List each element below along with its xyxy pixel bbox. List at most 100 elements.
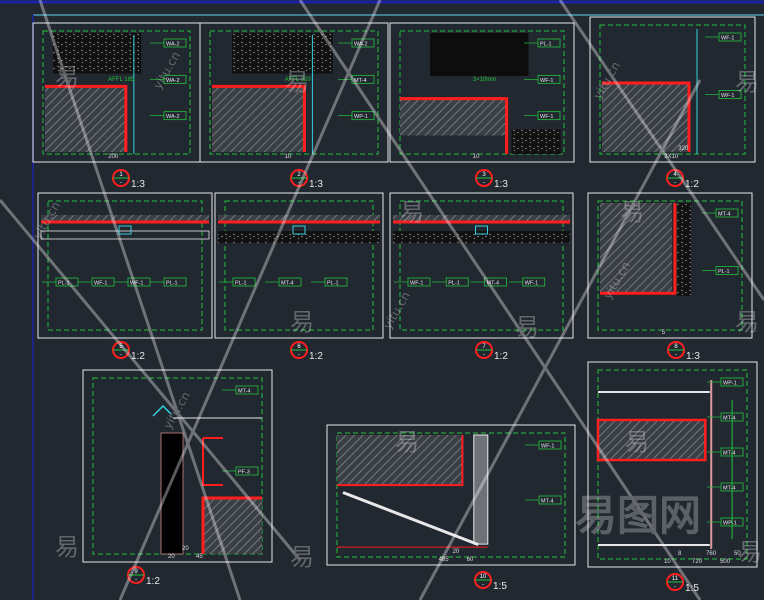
sheet-number: - — [298, 180, 300, 186]
section-line — [400, 97, 509, 154]
screed-fill — [511, 129, 561, 154]
panel-frame — [37, 192, 213, 339]
detail-marker-7: 7-1:2 — [475, 341, 508, 362]
sheet-number: - — [675, 352, 677, 358]
material-tag: PL-1 — [166, 281, 178, 287]
detail-marker-3: 3-1:3 — [475, 169, 508, 190]
joint-profile — [475, 225, 488, 235]
material-tag: WF-1 — [541, 444, 554, 450]
panel-boundary-dashed — [399, 30, 565, 155]
material-tag: PL-1 — [718, 269, 730, 275]
level-text: 3×10mm — [473, 77, 497, 83]
watermark-glyph: 易 — [285, 68, 309, 96]
panel-frame — [587, 361, 758, 568]
detail-number: 7 — [482, 344, 486, 350]
material-tag: WF-1 — [130, 281, 143, 287]
material-tag: WP-1 — [723, 381, 737, 387]
watermark-glyph: 易 — [400, 198, 424, 226]
detail-marker-4: 4-1:2 — [666, 169, 699, 190]
dimension-text: 10 — [473, 154, 480, 160]
material-tag: WF-1 — [94, 281, 107, 287]
detail-marker-9: 9-1:2 — [127, 566, 160, 587]
sheet-number: - — [483, 352, 485, 358]
detail-number: 1 — [119, 172, 123, 178]
dimension-text: 10 — [285, 154, 292, 160]
detail-marker-1: 1-1:3 — [112, 169, 145, 190]
concrete-hatch — [212, 86, 305, 152]
material-tag: WP-1 — [723, 521, 737, 527]
panel-frame — [589, 16, 756, 163]
dimension-text: 320 — [678, 146, 689, 152]
watermark-line — [38, 0, 242, 600]
watermark-glyph: 易 — [625, 428, 649, 456]
scale-label: 1:5 — [685, 583, 699, 594]
material-tag: PL-1 — [448, 281, 460, 287]
sheet-number: - — [135, 577, 137, 583]
watermark-line — [558, 0, 764, 301]
material-tag: MT-4 — [281, 281, 294, 287]
detail-marker-11: 11-1:5 — [666, 573, 699, 594]
panel-frame — [326, 424, 576, 566]
material-tag: WF-1 — [525, 281, 538, 287]
detail-number: 10 — [480, 574, 487, 580]
panel-boundary-dashed — [224, 200, 374, 331]
watermark-glyph: 易 — [515, 313, 539, 341]
dimension-text: 720 — [692, 559, 703, 565]
detail-marker-8: 8-1:3 — [667, 341, 700, 362]
panel-boundary-dashed — [597, 200, 743, 331]
level-text: AFFL 185 — [108, 77, 135, 83]
sheet-number: - — [674, 584, 676, 590]
material-tag: MT-4 — [354, 78, 367, 84]
detail-number: 8 — [674, 344, 678, 350]
watermark-line — [418, 79, 702, 600]
watermark-brand: 易图网 — [575, 491, 701, 540]
dimension-text: 200 — [108, 154, 119, 160]
material-tag: WA-2 — [354, 42, 368, 48]
material-tag: MT-4 — [487, 281, 500, 287]
material-tag: MT-4 — [723, 416, 736, 422]
detail-marker-5: 5-1:2 — [112, 341, 145, 362]
section-line — [602, 81, 691, 152]
detail-marker-6: 6-1:2 — [290, 341, 323, 362]
panel-boundary-dashed — [597, 369, 748, 560]
wall-panel — [473, 434, 489, 545]
material-tag: PL-1 — [58, 281, 70, 287]
watermark-glyph: 易 — [620, 198, 644, 226]
section-line — [337, 435, 464, 487]
section-line — [600, 203, 677, 295]
panel-frame — [199, 22, 389, 163]
screed-fill — [218, 231, 380, 243]
concrete-hatch — [600, 203, 672, 294]
panel-boundary-dashed — [92, 377, 263, 555]
panel-frame — [587, 192, 753, 339]
detail-number: 4 — [673, 172, 677, 178]
section-line — [212, 84, 306, 152]
material-tag: MT-4 — [238, 389, 251, 395]
panel-boundary-dashed — [599, 24, 746, 155]
stone-fill — [53, 33, 142, 74]
panel-boundary-dashed — [399, 200, 564, 331]
material-tag: MT-4 — [723, 486, 736, 492]
detail-panel-8[interactable]: MT-4PL-15 — [587, 192, 753, 339]
detail-number: 6 — [297, 344, 301, 350]
watermark-line — [0, 199, 302, 561]
detail-panel-5[interactable]: PL-1 WF-1 WF-1 PL-1 — [37, 192, 213, 339]
material-tag: PL-1 — [235, 281, 247, 287]
sheet-number: - — [482, 582, 484, 588]
inclined-panel — [342, 491, 479, 546]
sheet-number: - — [483, 180, 485, 186]
slab-hatch — [393, 215, 570, 221]
watermark-glyph: 易 — [395, 428, 419, 456]
concrete-hatch — [337, 435, 463, 485]
ceiling-board — [40, 230, 210, 240]
